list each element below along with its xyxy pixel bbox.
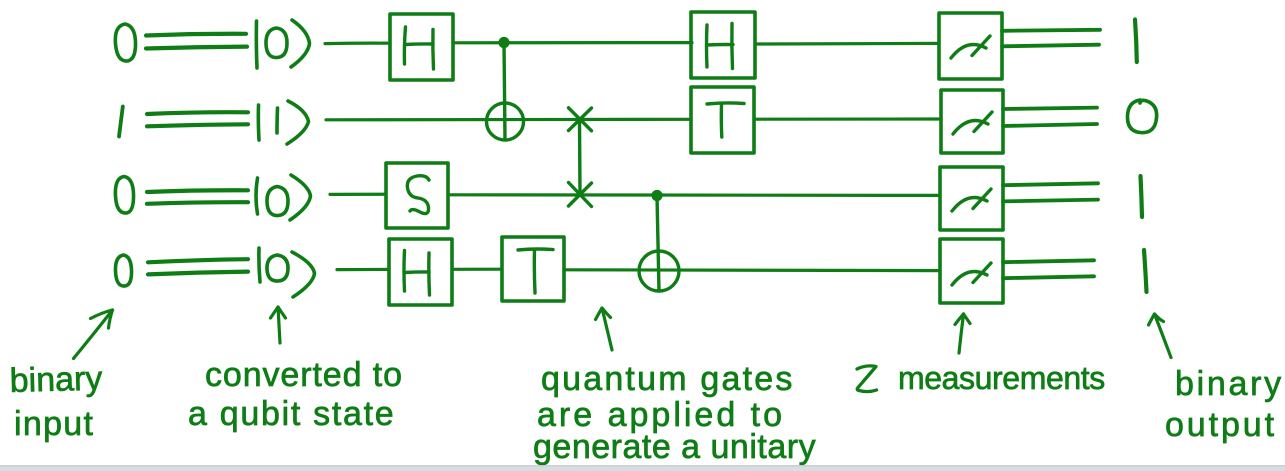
svg-text:measurements: measurements: [898, 360, 1105, 396]
svg-text:input: input: [14, 405, 94, 443]
svg-text:are applied to: are applied to: [537, 396, 785, 434]
svg-text:generate a unitary: generate a unitary: [533, 428, 816, 466]
svg-text:a qubit state: a qubit state: [188, 395, 395, 433]
svg-text:binary: binary: [1175, 365, 1284, 403]
svg-text:output: output: [1165, 406, 1277, 444]
svg-text:quantum gates: quantum gates: [541, 360, 795, 398]
svg-text:binary: binary: [9, 360, 103, 400]
svg-text:converted to: converted to: [205, 356, 403, 394]
